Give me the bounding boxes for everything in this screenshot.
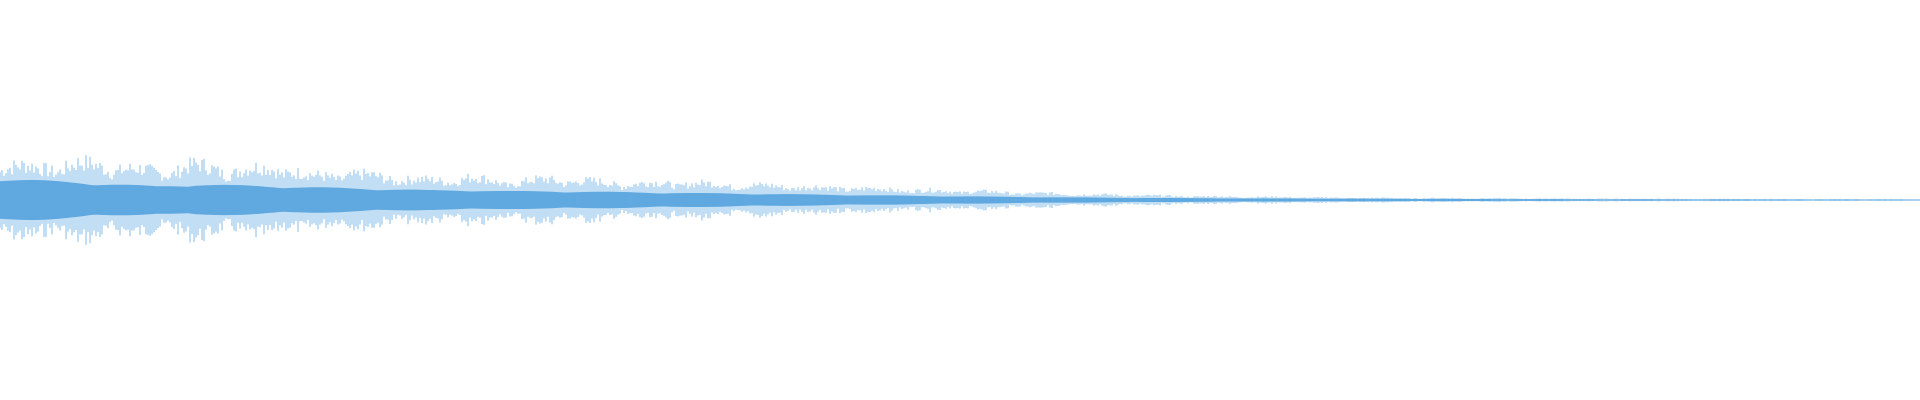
waveform-view — [0, 155, 1920, 245]
audio-waveform — [0, 155, 1920, 245]
